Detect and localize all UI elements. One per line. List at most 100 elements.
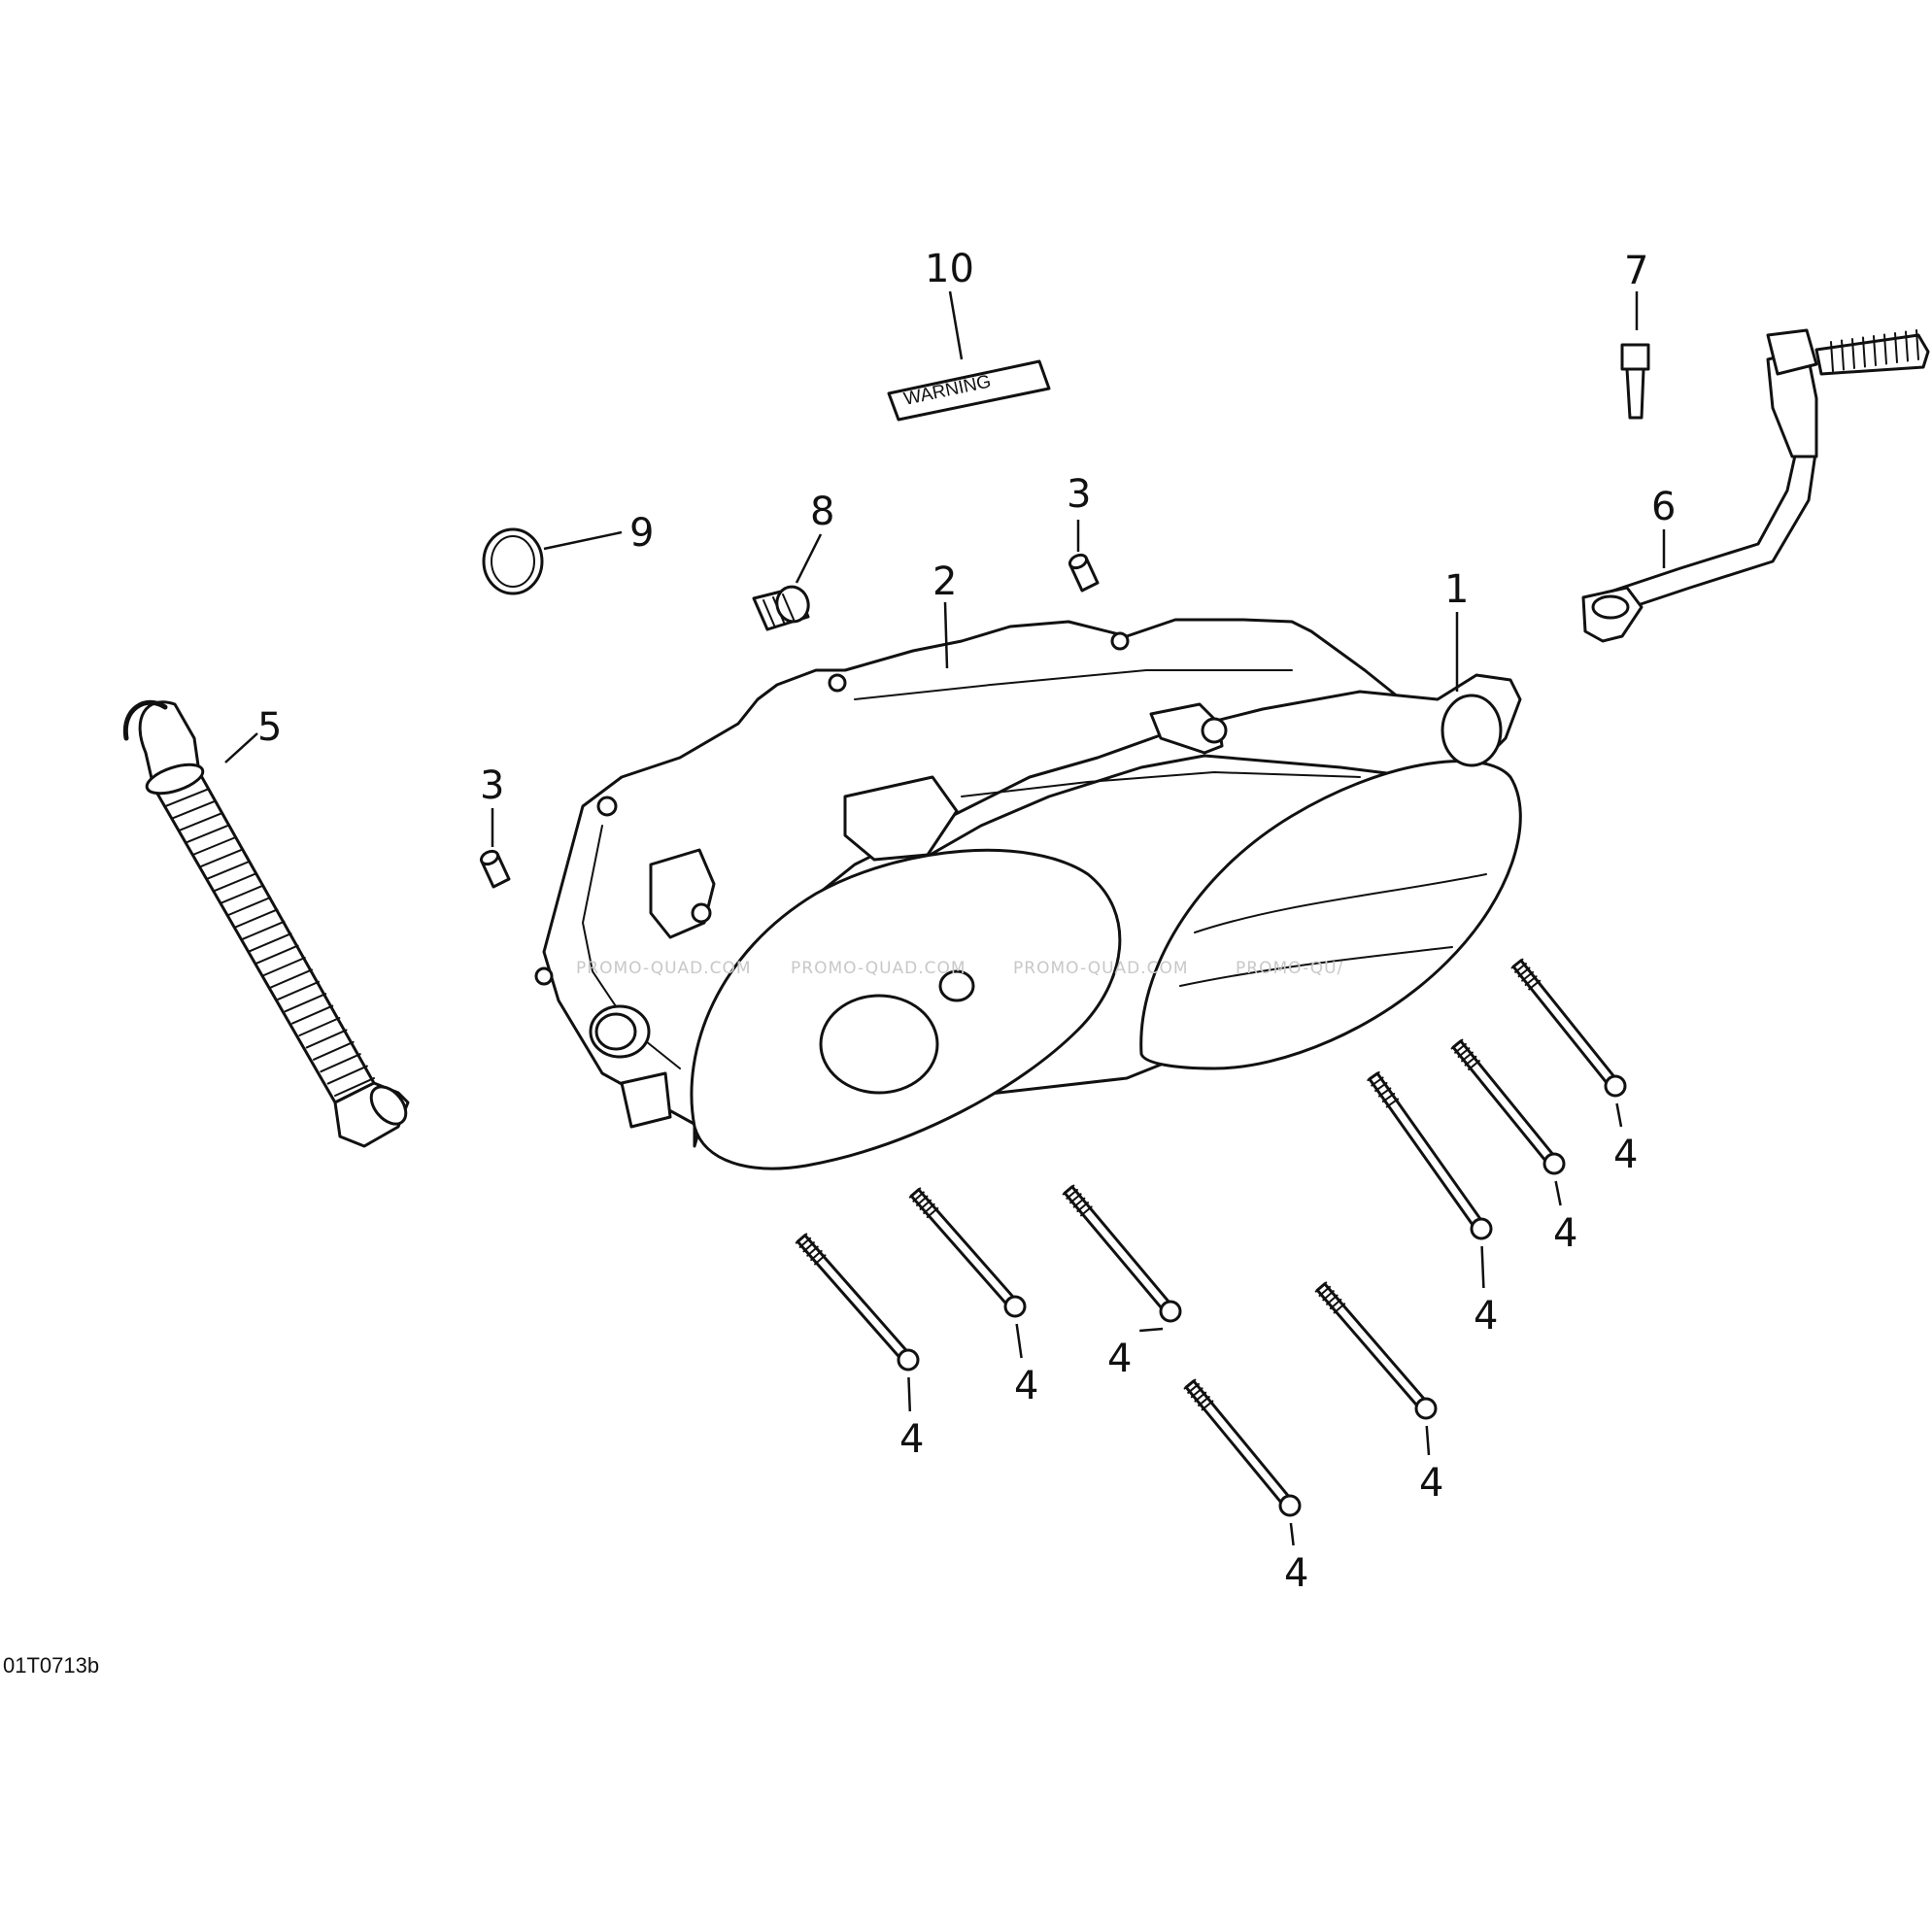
dowel-pin-lower: [479, 849, 511, 889]
callout-1: 1: [1444, 567, 1469, 612]
cover-bolt: 4: [1062, 1184, 1182, 1381]
bolt-thread: [919, 1199, 932, 1210]
kick-lever-grip-ribs: [1830, 329, 1919, 372]
callout-5: 5: [257, 705, 282, 750]
leader-4: [1480, 1245, 1485, 1289]
bolt-head: [1003, 1295, 1027, 1318]
grip-rib: [1915, 329, 1919, 360]
bolt-thread: [1198, 1396, 1210, 1407]
top-boss: [1149, 702, 1224, 755]
hub-opening-large: [819, 994, 939, 1095]
bolt-thread: [802, 1241, 815, 1253]
hose-ribs: [156, 776, 375, 1097]
lower-spigot: [620, 1071, 672, 1129]
right-lobe-band-bottom: [1179, 946, 1453, 987]
hose-rib: [213, 872, 257, 893]
bracket-tab-hole: [691, 902, 712, 924]
hose-rib: [177, 812, 223, 832]
top-boss-hole: [1201, 717, 1228, 744]
bolt-head: [1278, 1494, 1302, 1517]
grip-rib: [1905, 330, 1909, 362]
bolt-shank: [1063, 1185, 1176, 1316]
cvt-cover: [534, 618, 1522, 1170]
bolt-thread: [1468, 1060, 1480, 1070]
cover-right-lobe: [1139, 760, 1522, 1070]
watermark-text-4: PROMO-QU/: [1236, 959, 1343, 978]
leader-lines: [224, 290, 1666, 847]
cover-rib-mid: [961, 770, 1361, 797]
dowel-pin-upper-end: [1068, 553, 1089, 570]
callout-6: 6: [1651, 485, 1676, 529]
bolt-thread: [1190, 1387, 1203, 1399]
hose-rib: [291, 1004, 334, 1025]
bolt-shank: [796, 1234, 914, 1365]
bolt-head: [1470, 1217, 1493, 1240]
cover-rib-top: [854, 669, 1293, 700]
mount-ear-1: [596, 796, 618, 817]
hose-rib: [234, 908, 279, 929]
cover-bolt: 4: [1367, 1070, 1498, 1339]
leader-4: [1425, 1425, 1431, 1456]
bolt-thread: [1068, 1193, 1082, 1204]
o-ring: [482, 527, 544, 595]
bolt-thread: [926, 1206, 939, 1219]
o-ring-outer: [482, 527, 544, 595]
corrugated-hose: [122, 699, 410, 1148]
callout-4: 4: [1107, 1337, 1132, 1381]
bolt-thread: [1464, 1055, 1477, 1067]
hose-rib: [241, 920, 286, 940]
warning-label: WARNING: [887, 359, 1051, 422]
bolt-thread: [1450, 1038, 1464, 1050]
bolt-thread: [1072, 1197, 1086, 1208]
bolt-thread: [1076, 1201, 1090, 1213]
callout-4: 4: [1284, 1551, 1308, 1596]
bolt-thread: [798, 1237, 812, 1248]
lever-bolt: [1620, 343, 1650, 420]
bolt-thread: [1318, 1285, 1332, 1297]
cover-bolt: 4: [1183, 1378, 1308, 1596]
hose-top-collar: [145, 763, 205, 796]
callout-4: 4: [1419, 1461, 1443, 1506]
bolt-thread: [1528, 979, 1542, 991]
watermark-text-2: PROMO-QUAD.COM: [791, 959, 966, 978]
hose-rib: [305, 1029, 348, 1049]
bolt-thread: [923, 1203, 935, 1215]
hose-top-clamp: [122, 699, 168, 741]
leader-8: [795, 533, 823, 584]
bolt-shank: [1368, 1071, 1487, 1234]
bolt-head: [1542, 1152, 1566, 1175]
hose-body: [152, 770, 376, 1104]
callout-3-lower: 3: [480, 763, 504, 808]
bolt-thread: [795, 1233, 808, 1244]
bolt-thread: [1333, 1303, 1346, 1314]
bolt-thread: [1194, 1391, 1207, 1403]
hose-rib: [262, 957, 306, 976]
cover-bolt: 4: [908, 1187, 1038, 1408]
callout-3-upper: 3: [1067, 472, 1091, 517]
o-ring-inner: [491, 535, 535, 588]
grip-rib: [1894, 332, 1898, 363]
bolt-thread: [806, 1245, 819, 1257]
hose-rib: [249, 932, 292, 953]
cover-bolt: 4: [1314, 1281, 1443, 1506]
leader-2: [943, 601, 949, 669]
right-lobe-band-top: [1194, 873, 1487, 933]
bolt-thread: [1457, 1047, 1471, 1059]
hose-rib: [326, 1065, 368, 1085]
callout-9: 9: [629, 511, 654, 556]
callout-4: 4: [1014, 1364, 1038, 1408]
leader-4: [1015, 1323, 1023, 1359]
bolt-thread: [915, 1195, 929, 1206]
bolt-thread: [813, 1254, 827, 1266]
hose-rib: [191, 836, 237, 856]
hose-rib: [298, 1017, 341, 1036]
bolt-thread: [1329, 1298, 1342, 1310]
hose-rib: [206, 860, 251, 880]
callout-8: 8: [810, 490, 834, 534]
hose-rib: [198, 848, 244, 868]
callout-10: 10: [925, 247, 974, 291]
hose-rib: [270, 968, 313, 989]
hose-rib: [227, 897, 272, 916]
